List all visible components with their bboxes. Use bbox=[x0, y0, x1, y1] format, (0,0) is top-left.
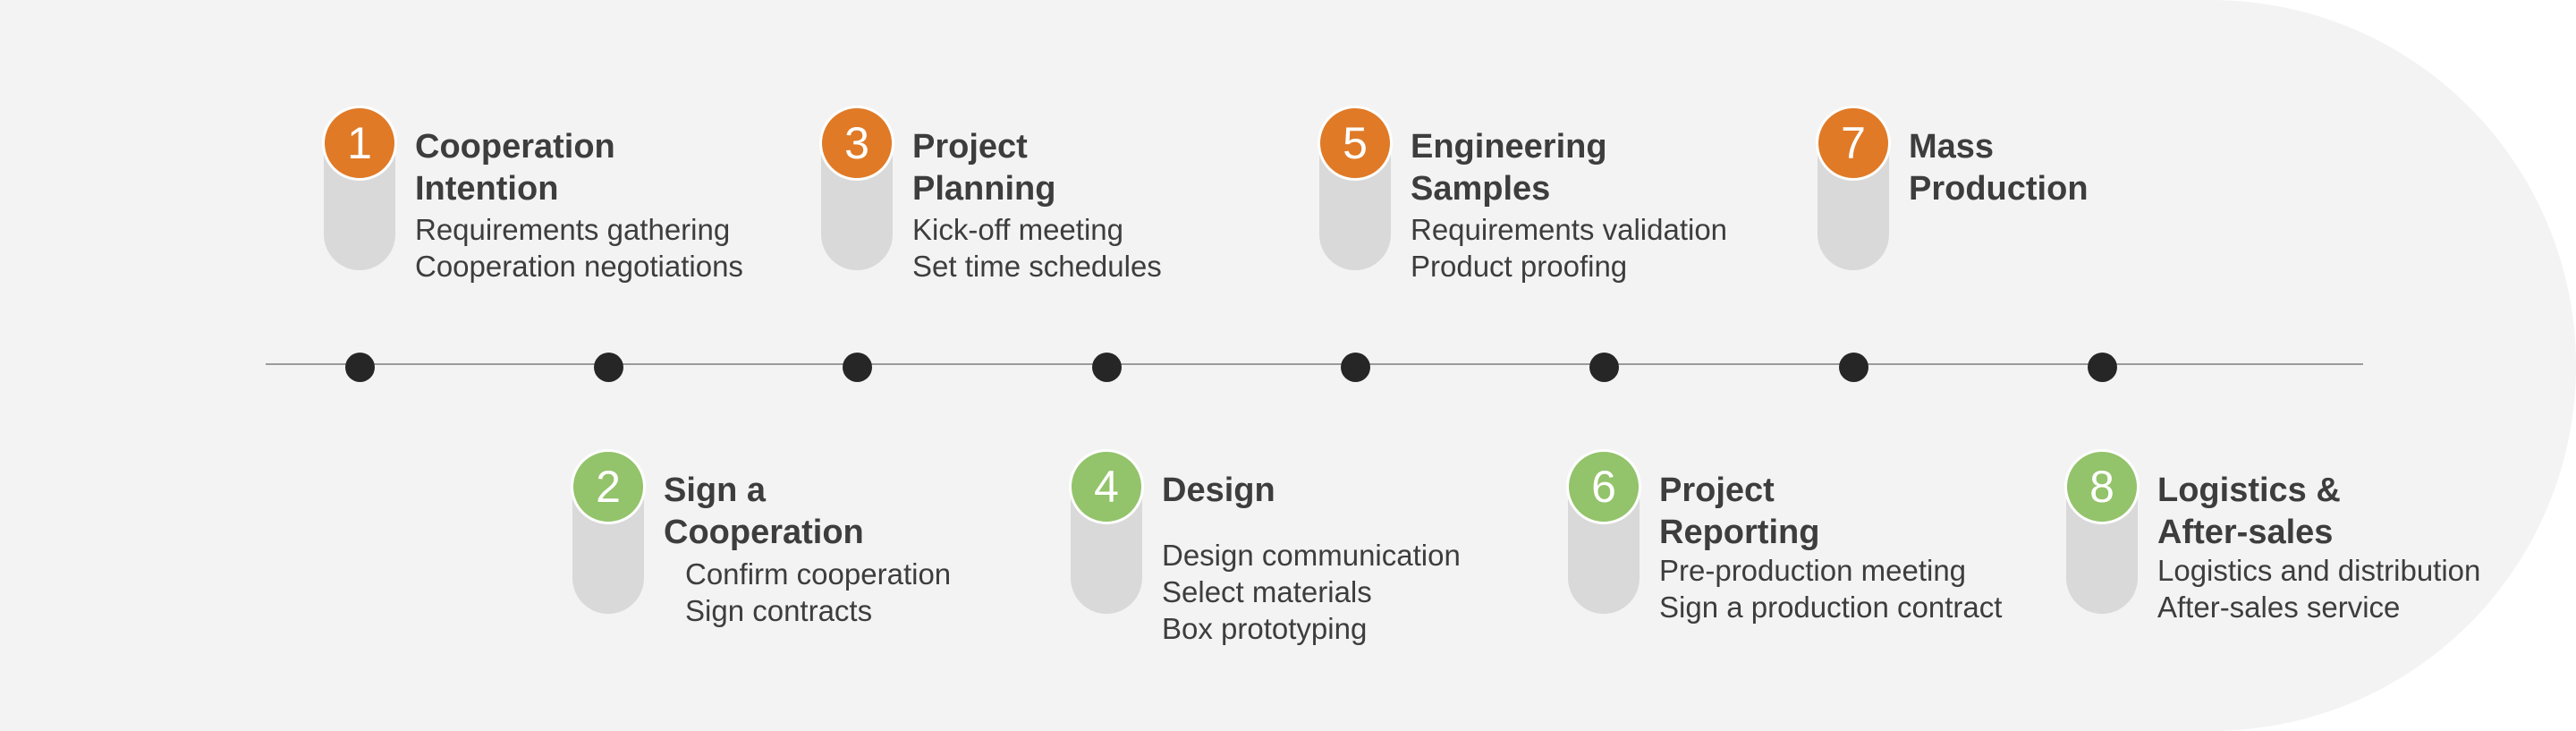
timeline-dot-5 bbox=[1341, 353, 1370, 382]
step-description: Design communication Select materials Bo… bbox=[1162, 537, 1461, 647]
timeline-dot-8 bbox=[2088, 353, 2117, 382]
step-description-line: Set time schedules bbox=[912, 250, 1162, 283]
step-description-line: Confirm cooperation bbox=[685, 557, 952, 591]
step-title: Logistics & After-sales bbox=[2157, 472, 2341, 551]
timeline-dot-4 bbox=[1092, 353, 1122, 382]
step-description-line: Box prototyping bbox=[1162, 612, 1368, 645]
step-description: Requirements validation Product proofing bbox=[1411, 211, 1727, 285]
step-description-line: Product proofing bbox=[1411, 250, 1628, 283]
step-number-badge: 4 bbox=[1069, 449, 1144, 524]
step-description: Confirm cooperation Sign contracts bbox=[685, 556, 951, 629]
timeline-dot-1 bbox=[345, 353, 375, 382]
step-description-line: Design communication bbox=[1162, 539, 1461, 572]
step-description: Kick-off meeting Set time schedules bbox=[912, 211, 1162, 285]
step-number-badge: 3 bbox=[819, 106, 894, 181]
step-description-line: Select materials bbox=[1162, 575, 1372, 608]
step-title: Project Planning bbox=[912, 128, 1056, 208]
step-title: Project Reporting bbox=[1659, 472, 1820, 551]
step-description-line: Requirements validation bbox=[1411, 213, 1728, 246]
step-description-line: Sign contracts bbox=[685, 594, 873, 627]
timeline-dot-7 bbox=[1839, 353, 1868, 382]
timeline-dot-6 bbox=[1589, 353, 1619, 382]
step-title: Cooperation Intention bbox=[415, 128, 615, 208]
step-description-line: Logistics and distribution bbox=[2157, 554, 2481, 587]
step-number-badge: 5 bbox=[1318, 106, 1393, 181]
step-description-line: Sign a production contract bbox=[1659, 591, 2003, 624]
step-description: Pre-production meeting Sign a production… bbox=[1659, 552, 2002, 625]
step-title: Design bbox=[1162, 472, 1275, 509]
step-description-line: Kick-off meeting bbox=[912, 213, 1123, 246]
step-number-badge: 7 bbox=[1816, 106, 1891, 181]
step-title: Mass Production bbox=[1909, 128, 2089, 208]
step-description-line: After-sales service bbox=[2157, 591, 2401, 624]
timeline-dot-2 bbox=[594, 353, 623, 382]
step-description: Requirements gathering Cooperation negot… bbox=[415, 211, 743, 285]
step-description-line: Pre-production meeting bbox=[1659, 554, 1967, 587]
step-title: Engineering Samples bbox=[1411, 128, 1607, 208]
timeline-line bbox=[266, 363, 2363, 365]
step-number-badge: 8 bbox=[2064, 449, 2140, 524]
step-title: Sign a Cooperation bbox=[664, 472, 864, 551]
step-number-badge: 1 bbox=[322, 106, 397, 181]
step-number-badge: 2 bbox=[571, 449, 646, 524]
step-number-badge: 6 bbox=[1566, 449, 1641, 524]
step-description-line: Requirements gathering bbox=[415, 213, 731, 246]
step-description: Logistics and distribution After-sales s… bbox=[2157, 552, 2480, 625]
timeline-dot-3 bbox=[843, 353, 872, 382]
step-description-line: Cooperation negotiations bbox=[415, 250, 743, 283]
